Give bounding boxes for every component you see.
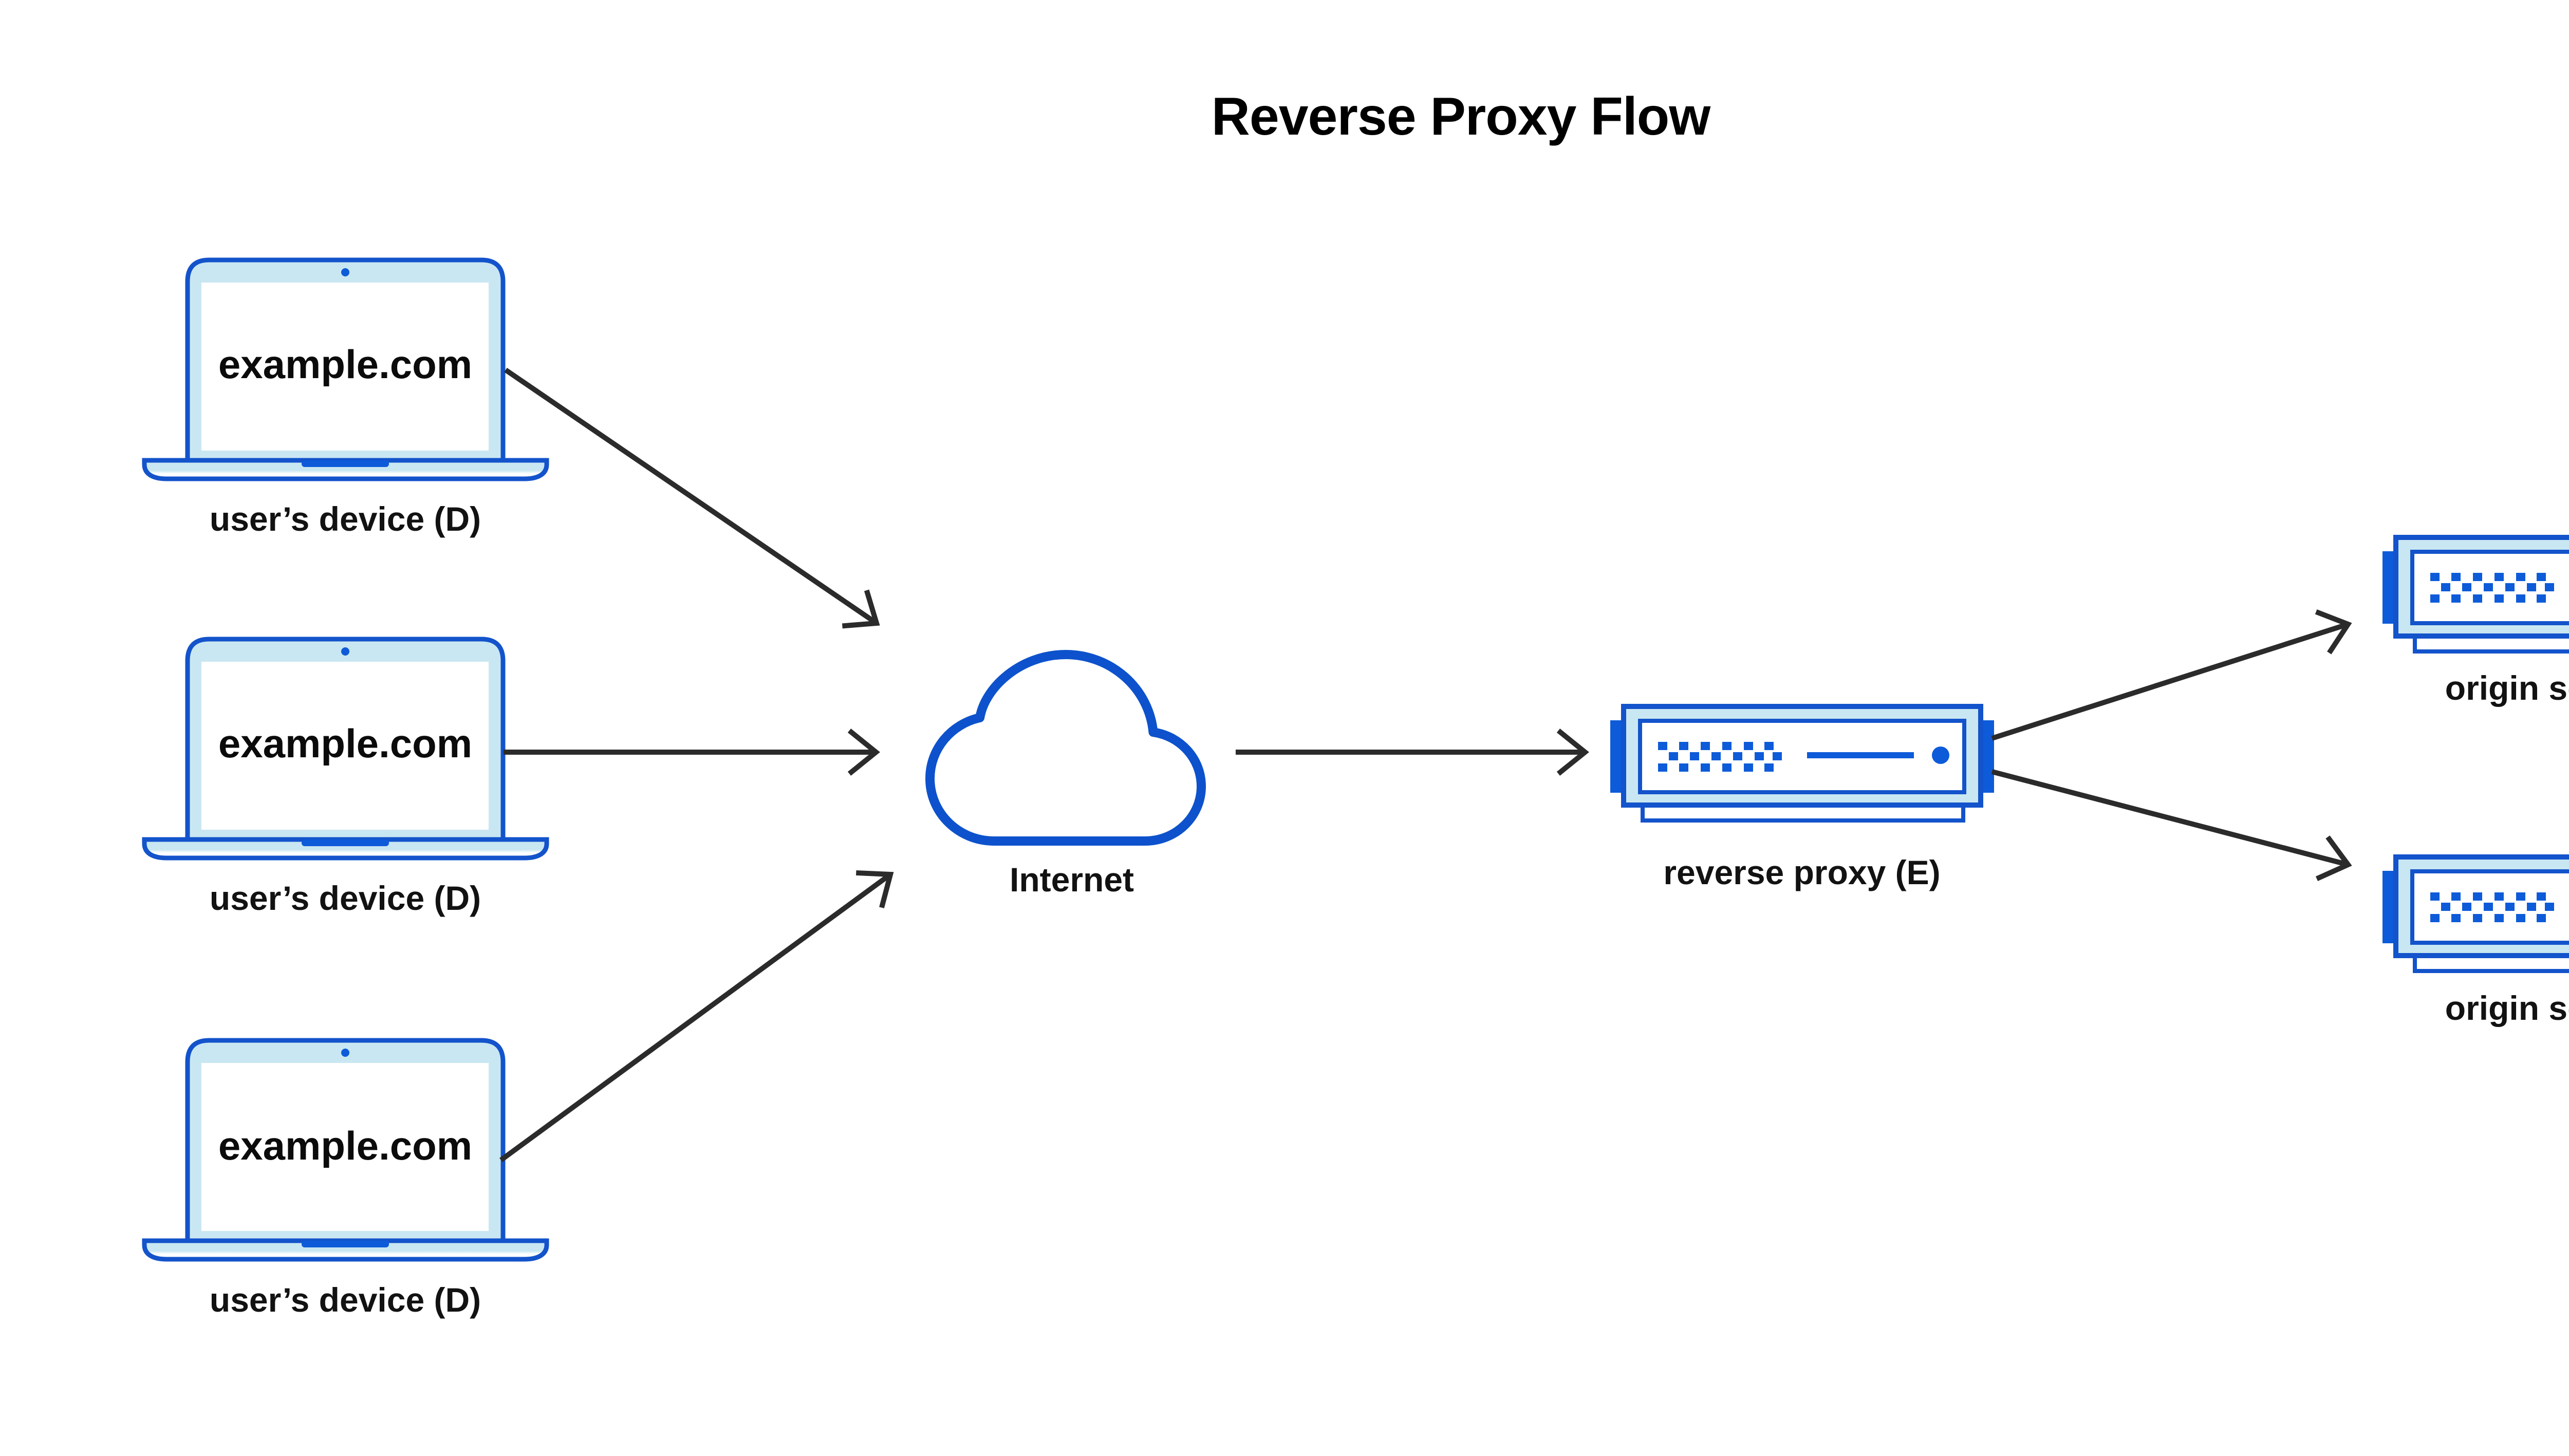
origin-server-node-2: origin server (F)	[2382, 857, 2569, 1027]
arrow-proxy-to-origin2	[1991, 769, 2354, 886]
cloud-icon	[930, 655, 1201, 841]
origin-server-label: origin server (F)	[2445, 989, 2569, 1027]
server-icon	[2382, 537, 2569, 651]
reverse-proxy-label: reverse proxy (E)	[1663, 853, 1940, 891]
page-title: Reverse Proxy Flow	[1212, 87, 1711, 146]
arrow-device1-to-internet	[504, 367, 889, 641]
reverse-proxy-node: reverse proxy (E)	[1610, 706, 1994, 891]
origin-server-node-1: origin server (F)	[2382, 537, 2569, 707]
device-screen-url: example.com	[218, 342, 472, 387]
device-caption: user’s device (D)	[210, 500, 481, 538]
server-icon	[1610, 706, 1994, 820]
arrow-device2-to-internet	[504, 731, 876, 774]
device-node-2: example.com user’s device (D)	[144, 639, 547, 917]
arrow-device3-to-internet	[499, 857, 903, 1163]
device-screen-url: example.com	[218, 721, 472, 766]
origin-server-label: origin server (F)	[2445, 669, 2569, 707]
server-icon	[2382, 857, 2569, 971]
device-screen-url: example.com	[218, 1123, 472, 1168]
device-node-3: example.com user’s device (D)	[144, 1040, 547, 1319]
internet-node: Internet	[930, 655, 1201, 899]
arrow-internet-to-proxy	[1236, 731, 1585, 774]
device-caption: user’s device (D)	[210, 1281, 481, 1319]
device-node-1: example.com user’s device (D)	[144, 260, 547, 538]
internet-label: Internet	[1010, 861, 1134, 899]
device-caption: user’s device (D)	[210, 879, 481, 917]
arrow-proxy-to-origin1	[1991, 604, 2355, 741]
